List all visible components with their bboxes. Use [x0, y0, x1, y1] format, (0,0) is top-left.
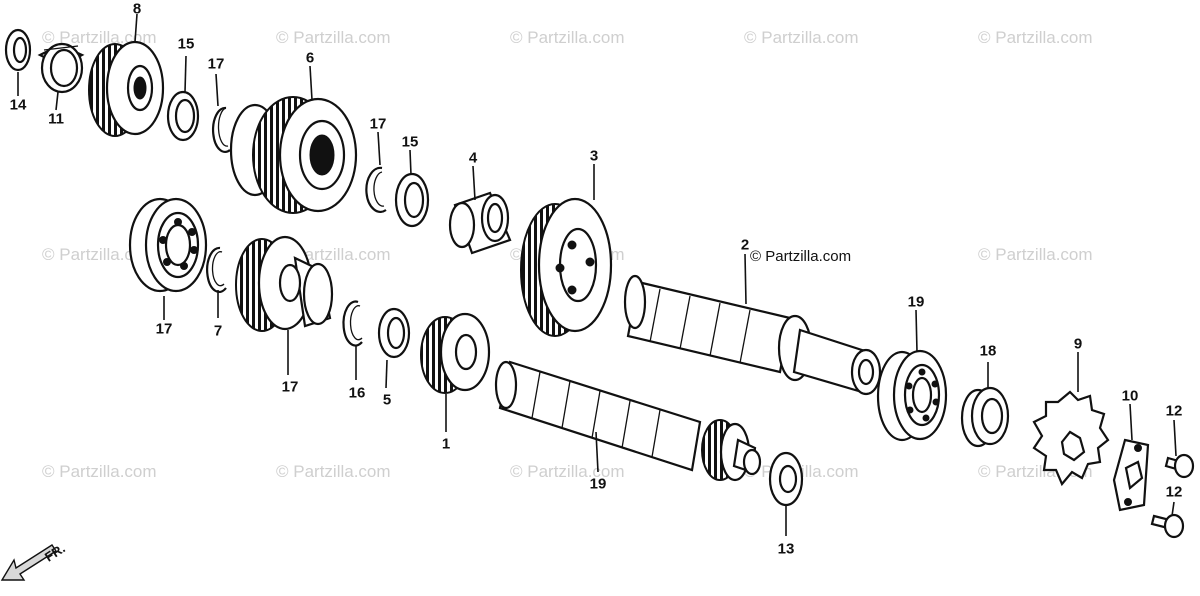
- part-18-oil-seal: [960, 386, 1010, 448]
- part-label[interactable]: 15: [177, 35, 195, 53]
- part-12-bolt: [1164, 453, 1195, 479]
- part-label[interactable]: 11: [48, 110, 64, 128]
- front-direction-arrow: [0, 544, 57, 581]
- part-1-mainshaft: [494, 360, 762, 482]
- part-12-bolt: [1150, 513, 1185, 539]
- part-label[interactable]: 5: [382, 391, 392, 409]
- part-label[interactable]: 14: [9, 96, 27, 114]
- part-label[interactable]: 12: [1165, 483, 1183, 501]
- part-label[interactable]: 19: [907, 293, 925, 311]
- part-label[interactable]: 7: [213, 322, 223, 340]
- watermark: © Partzilla.com: [744, 28, 859, 47]
- watermark: © Partzilla.com: [510, 462, 625, 481]
- part-11-bushing: [37, 42, 85, 94]
- part-14-thrust-washer: [4, 28, 32, 72]
- part-label[interactable]: 17: [369, 115, 387, 133]
- copyright-annotation: © Partzilla.com: [750, 248, 852, 265]
- watermark: © Partzilla.com: [42, 245, 157, 264]
- part-5-gear: [420, 312, 491, 394]
- part-label[interactable]: 10: [1121, 387, 1139, 405]
- part-15-lock-washer: [166, 90, 200, 142]
- part-8-gear: [88, 40, 165, 137]
- part-label[interactable]: 19: [589, 475, 607, 493]
- part-9-drive-sprocket: [1032, 390, 1110, 487]
- part-label[interactable]: 12: [1165, 402, 1183, 420]
- part-7-gear: [235, 235, 334, 332]
- part-4-bushing: [448, 191, 512, 255]
- watermark: © Partzilla.com: [276, 462, 391, 481]
- part-label[interactable]: 3: [589, 147, 599, 165]
- part-label[interactable]: 15: [401, 133, 419, 151]
- part-17-circlip: [342, 300, 363, 347]
- part-17-circlip: [212, 106, 231, 153]
- part-label[interactable]: 13: [777, 540, 795, 558]
- part-label[interactable]: 17: [155, 320, 173, 338]
- part-17-circlip: [206, 246, 227, 293]
- part-label[interactable]: 1: [441, 435, 451, 453]
- watermark: © Partzilla.com: [978, 245, 1093, 264]
- part-label[interactable]: 17: [207, 55, 225, 73]
- part-19-bearing: [128, 197, 208, 293]
- watermark: © Partzilla.com: [42, 462, 157, 481]
- part-19-bearing: [876, 349, 948, 442]
- part-label[interactable]: 4: [468, 149, 478, 167]
- part-17-circlip: [365, 166, 387, 213]
- part-15-lock-washer: [394, 172, 430, 228]
- watermark: © Partzilla.com: [978, 28, 1093, 47]
- part-label[interactable]: 6: [305, 49, 315, 67]
- part-16-lock-washer: [377, 307, 411, 359]
- watermark: © Partzilla.com: [276, 28, 391, 47]
- part-label[interactable]: 9: [1073, 335, 1083, 353]
- watermark: © Partzilla.com: [510, 28, 625, 47]
- part-label[interactable]: 18: [979, 342, 997, 360]
- part-13-thrust-washer: [768, 451, 804, 507]
- part-2-countershaft: [623, 274, 882, 396]
- part-label[interactable]: 17: [281, 378, 299, 396]
- part-label[interactable]: 16: [348, 384, 366, 402]
- part-6-gear: [229, 96, 358, 214]
- part-10-sprocket-plate: [1112, 438, 1150, 512]
- leader-lines: [17, 13, 1177, 536]
- part-3-gear: [520, 197, 613, 337]
- part-label[interactable]: 8: [132, 0, 142, 18]
- part-label[interactable]: 2: [740, 236, 750, 254]
